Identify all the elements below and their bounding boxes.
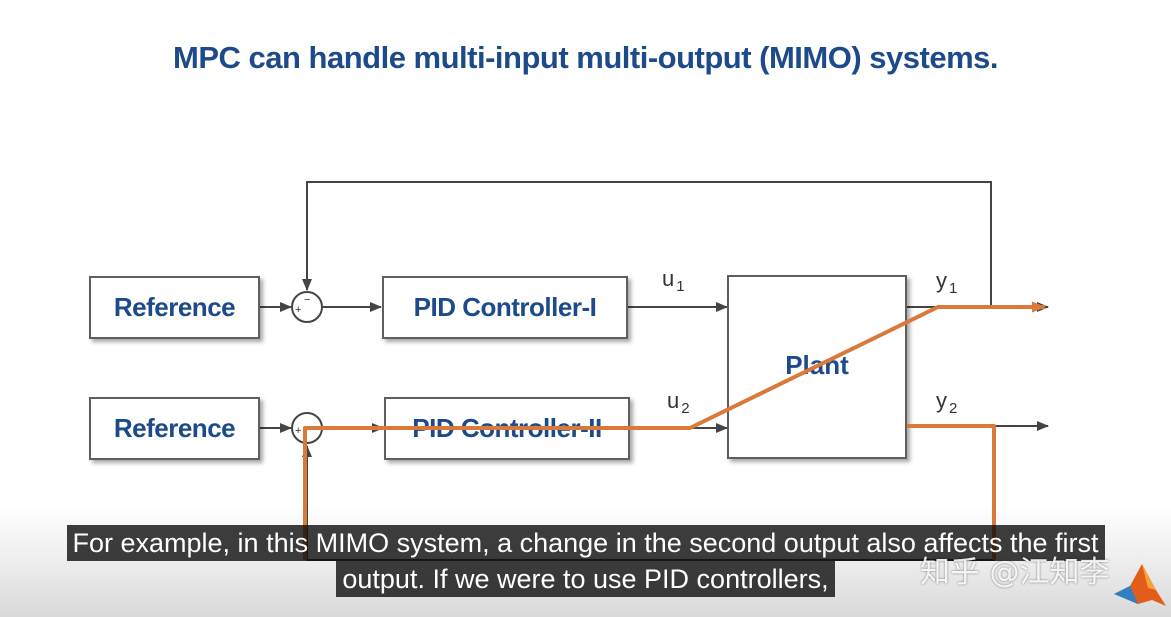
orange-y2-feedback-path [907, 424, 996, 560]
slide-title: MPC can handle multi-input multi-output … [173, 40, 999, 75]
feedback-loop-y1 [302, 181, 992, 307]
zhihu-watermark: 知乎 @江知李 [920, 555, 1110, 590]
sum2-plus-sign: + [295, 425, 301, 437]
sum1-plus-sign: + [295, 304, 301, 316]
subtitle-line-1: For example, in this MIMO system, a chan… [0, 525, 1171, 561]
reference-block-1: Reference [89, 276, 260, 339]
reference-block-2: Reference [89, 397, 260, 460]
subtitle-line-2: output. If we were to use PID controller… [0, 561, 1171, 597]
matlab-membrane-icon [1114, 564, 1166, 606]
sum1-minus-sign: − [304, 294, 310, 306]
orange-coupling-path [303, 301, 1046, 560]
pid-controller-1-block: PID Controller-I [382, 276, 628, 339]
